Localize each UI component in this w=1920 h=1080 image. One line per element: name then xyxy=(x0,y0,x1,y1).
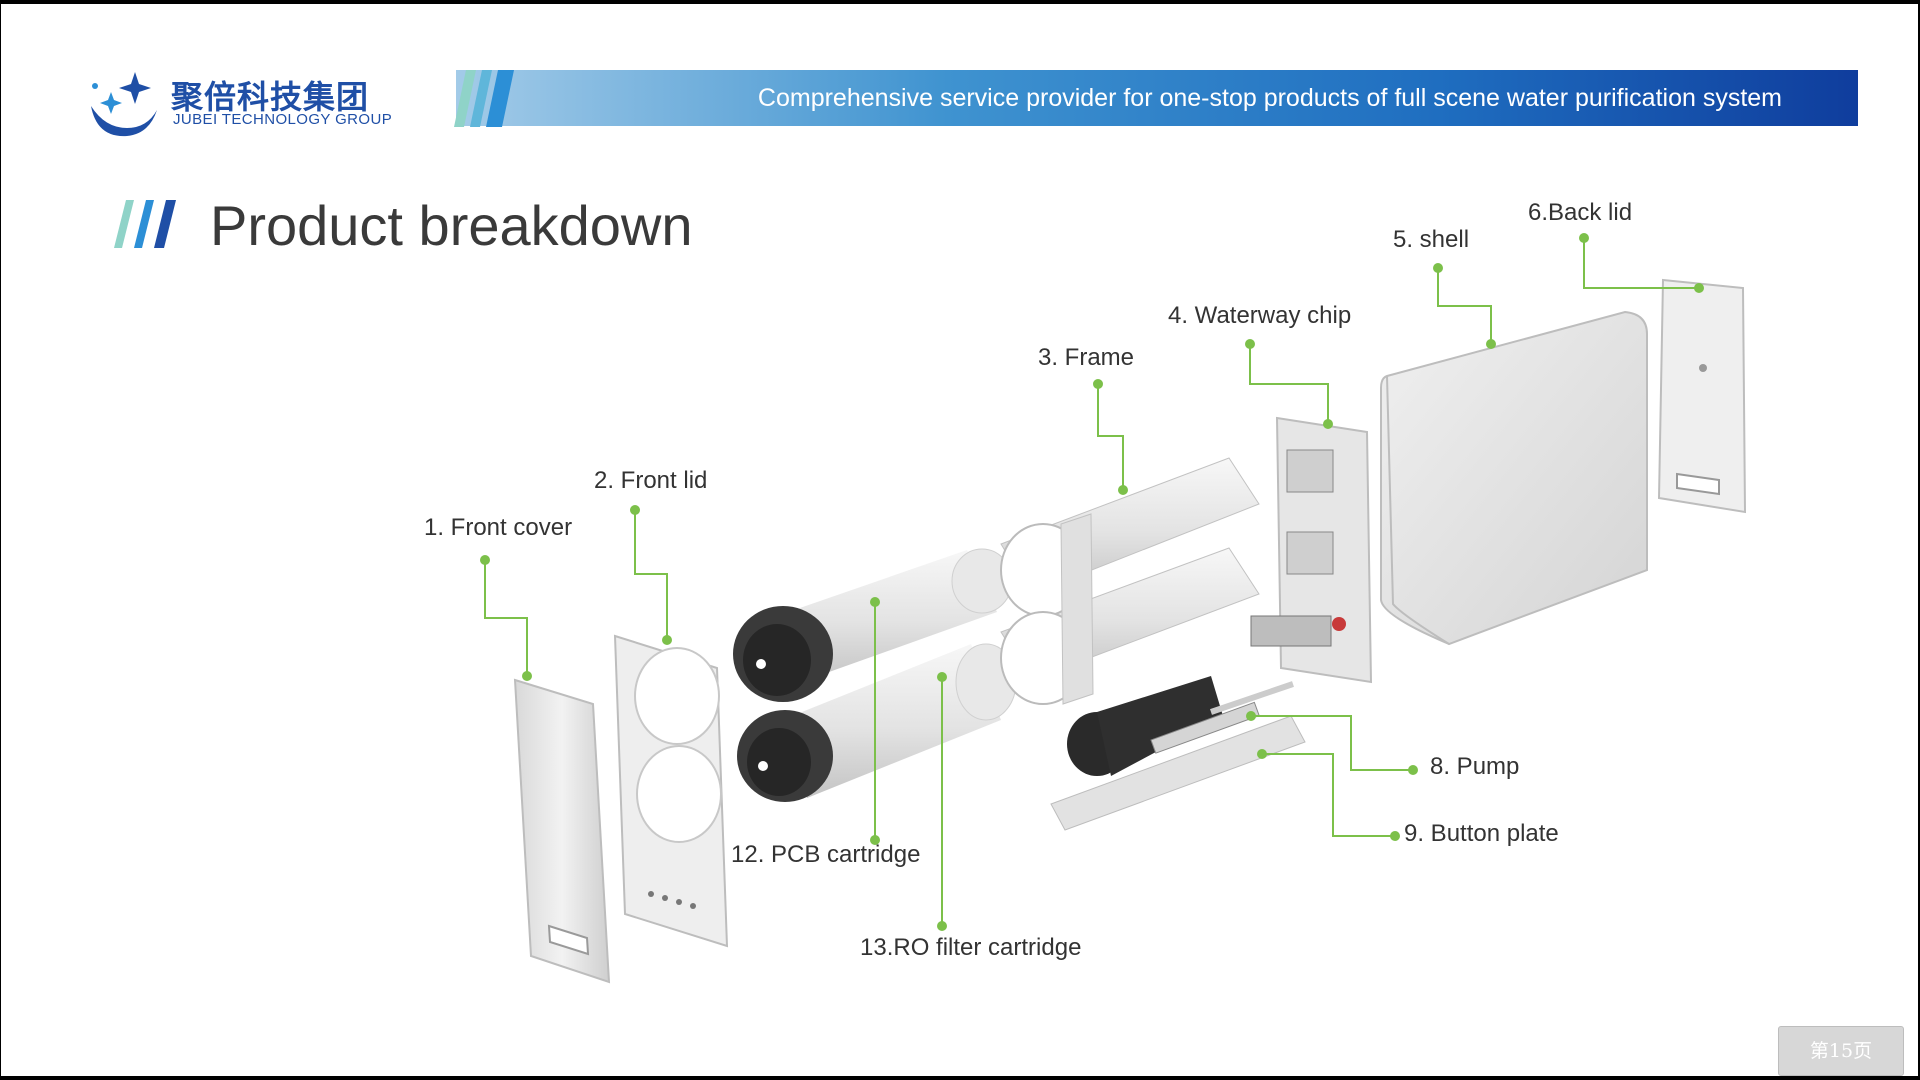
slide: 聚倍科技集团 JUBEI TECHNOLOGY GROUP Comprehens… xyxy=(1,4,1918,1076)
callout-pump: 8. Pump xyxy=(1430,753,1520,780)
header-banner: Comprehensive service provider for one-s… xyxy=(456,70,1858,126)
pump-assembly-part xyxy=(1050,676,1306,831)
waterway-chip-part xyxy=(1250,416,1373,684)
callout-shell: 5. shell xyxy=(1393,226,1470,253)
callout-front-lid: 2. Front lid xyxy=(594,467,708,494)
page-title: Product breakdown xyxy=(210,194,693,257)
callout-ro-filter-cartridge: 13.RO filter cartridge xyxy=(860,934,1082,961)
front-cover-part xyxy=(513,678,611,984)
brand-name-cn: 聚倍科技集团 xyxy=(171,78,370,116)
title-stripes-icon xyxy=(114,200,176,248)
callout-frame: 3. Frame xyxy=(1038,344,1135,371)
front-lid-part xyxy=(613,634,729,948)
pcb-cartridge-part xyxy=(733,548,1013,702)
brand-emblem-icon xyxy=(91,72,157,137)
page-indicator-button[interactable]: 第15页 xyxy=(1778,1026,1904,1076)
callout-pcb-cartridge: 12. PCB cartridge xyxy=(731,841,921,868)
banner-tagline: Comprehensive service provider for one-s… xyxy=(757,84,1782,112)
frame-part xyxy=(1000,457,1260,705)
callout-waterway-chip: 4. Waterway chip xyxy=(1168,302,1352,329)
brand-logo: 聚倍科技集团 JUBEI TECHNOLOGY GROUP xyxy=(87,66,392,146)
back-lid-part xyxy=(1657,278,1747,514)
callout-button-plate: 9. Button plate xyxy=(1404,820,1559,847)
product-exploded-view xyxy=(480,233,1747,984)
callout-front-cover: 1. Front cover xyxy=(424,514,573,541)
callout-back-lid: 6.Back lid xyxy=(1528,199,1633,226)
shell-part xyxy=(1380,310,1648,646)
banner-stripes-icon xyxy=(454,70,514,127)
callout-leaders xyxy=(484,238,1699,926)
callout-dots xyxy=(480,233,1704,931)
brand-name-en: JUBEI TECHNOLOGY GROUP xyxy=(173,111,393,128)
